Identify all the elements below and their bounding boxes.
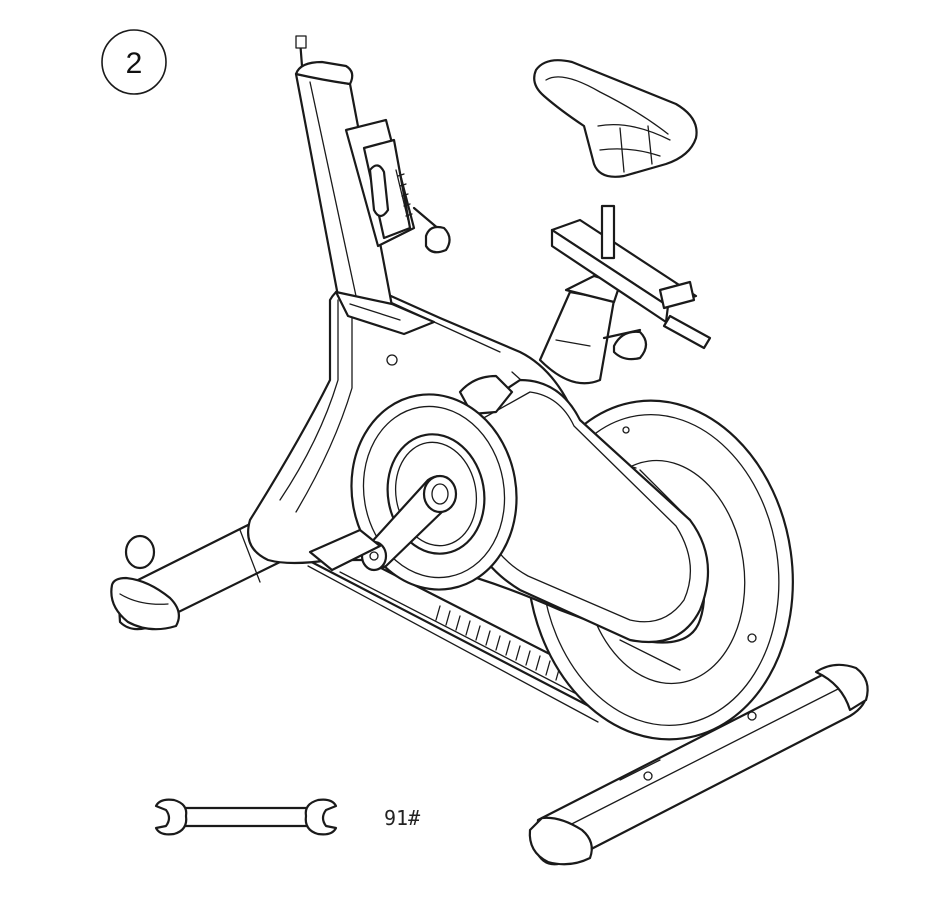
rear-stabilizer [528, 663, 869, 866]
handlebar-post [294, 35, 436, 336]
step-badge: 2 [101, 29, 167, 95]
step-badge-circle [101, 29, 167, 95]
saddle [533, 59, 698, 178]
handlebar-adjustment-knob [412, 206, 451, 254]
resistance-scale-marks [435, 605, 561, 681]
step-number: 2 [126, 47, 143, 80]
crank-arm [308, 474, 458, 572]
chain-guard [458, 374, 710, 644]
open-end-wrench-icon [154, 798, 338, 836]
front-stabilizer [110, 512, 292, 631]
handlebar-bracket [344, 118, 451, 254]
tool-size-label: 91# [384, 806, 420, 830]
seat-slider [550, 204, 712, 350]
seat-adjustment-knob [602, 328, 648, 361]
